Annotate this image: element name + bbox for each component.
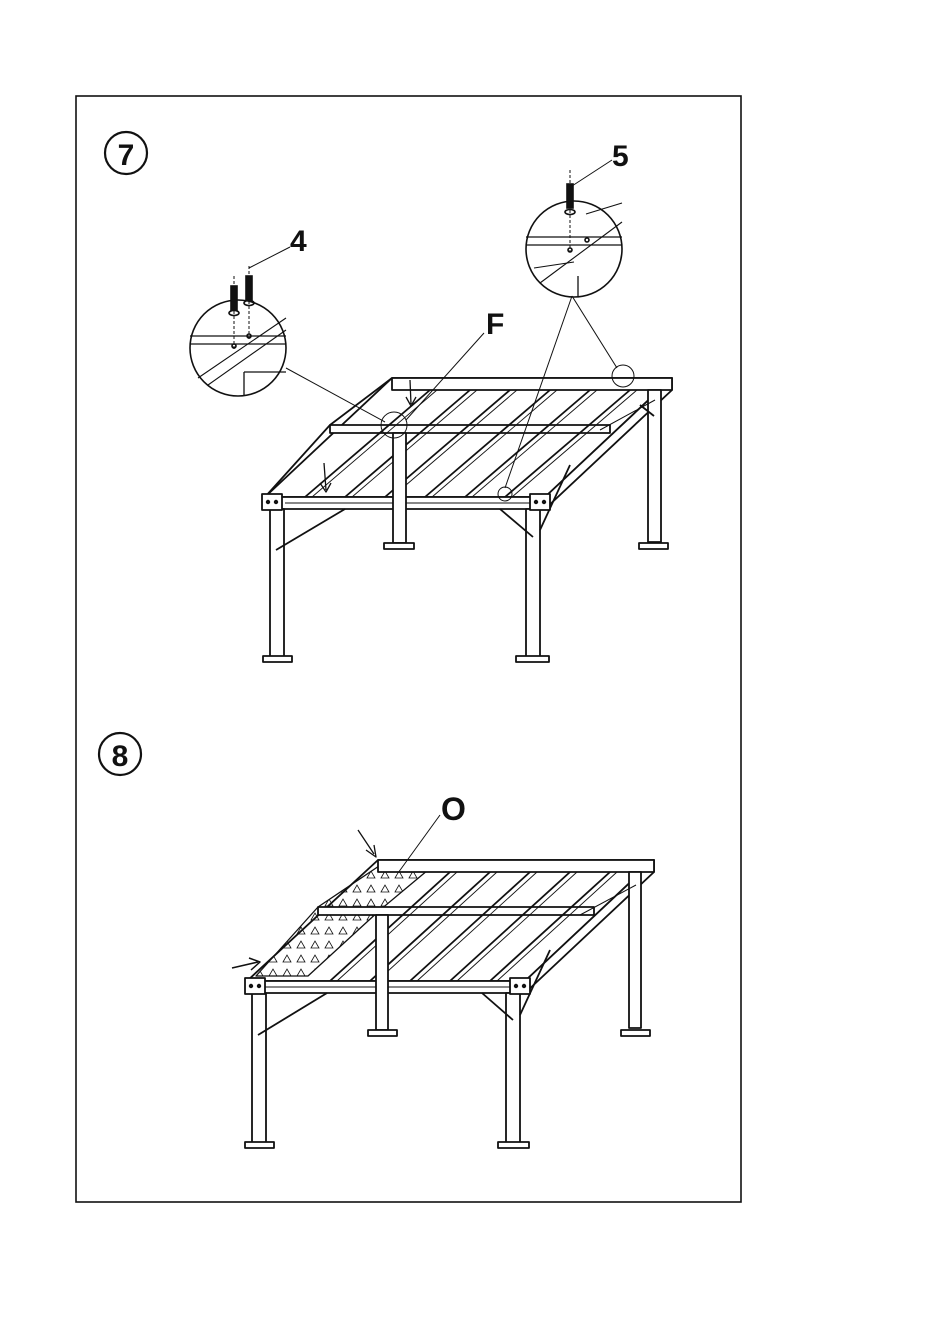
callout-O: O (441, 791, 466, 827)
step-7-badge: 7 (105, 132, 147, 174)
gazebo-frame-step8 (232, 830, 654, 1148)
step-8-badge: 8 (99, 733, 141, 775)
callout-5: 5 (612, 140, 629, 173)
callout-F-leader (406, 333, 484, 420)
step-8-panel: 8 (99, 733, 654, 1148)
step-8-number: 8 (112, 740, 129, 773)
gazebo-frame-step7 (262, 365, 672, 662)
step-7-panel: 7 (105, 132, 672, 662)
callout-4: 4 (290, 225, 307, 258)
step-7-number: 7 (118, 139, 135, 172)
detail-bubble-bolt-5 (505, 160, 622, 488)
roof-panel-O (256, 860, 440, 976)
detail-bubble-bolt-4 (190, 247, 385, 422)
callout-F: F (486, 308, 504, 341)
